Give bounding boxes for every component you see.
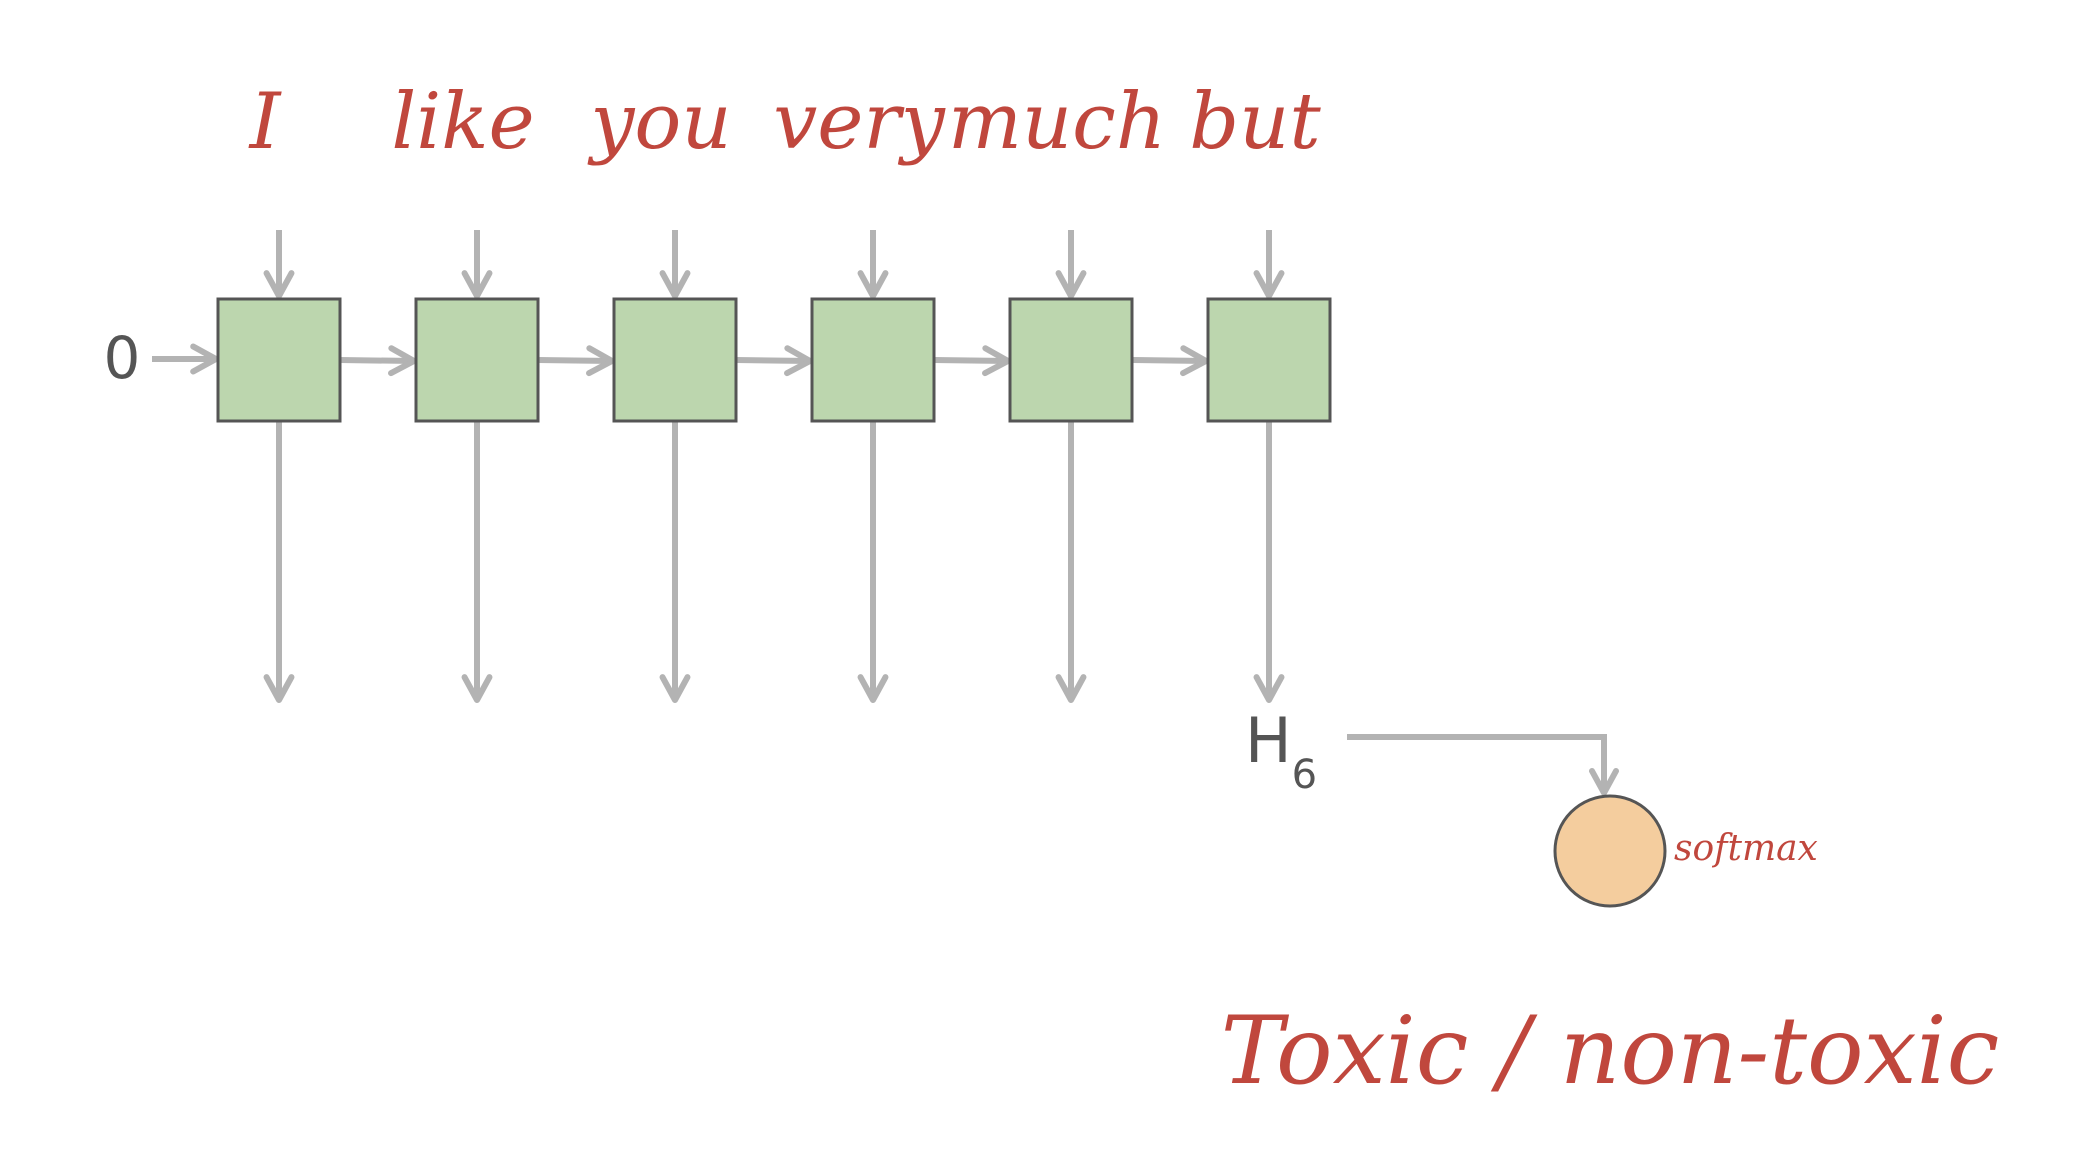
output-arrow <box>263 421 295 703</box>
hidden-to-softmax-arrow <box>1347 734 1619 796</box>
recurrent-arrow <box>339 345 417 377</box>
output-arrow-head <box>1055 674 1087 703</box>
softmax-label: softmax <box>1674 828 1818 869</box>
input-arrow <box>1055 230 1087 299</box>
hidden-state-label: H6 <box>1245 704 1317 798</box>
input-arrow <box>263 230 295 299</box>
recurrent-arrow-shaft <box>1131 357 1207 364</box>
input-arrow-head <box>1253 270 1285 299</box>
input-word: you <box>587 77 731 167</box>
rnn-cell <box>414 297 540 423</box>
recurrent-arrow-head <box>982 345 1011 377</box>
input-word: like <box>391 77 534 167</box>
recurrent-arrow <box>537 345 615 377</box>
initial-state-label: 0 <box>104 324 141 392</box>
input-arrow-head <box>857 270 889 299</box>
recurrent-arrow-shaft <box>933 357 1009 364</box>
input-arrow <box>461 230 493 299</box>
output-arrow <box>1055 421 1087 703</box>
input-word: I <box>248 77 283 167</box>
initial-state-arrow <box>152 343 219 375</box>
input-arrow-head <box>263 270 295 299</box>
recurrent-arrow <box>1131 345 1209 377</box>
recurrent-arrow-shaft <box>339 357 415 364</box>
rnn-cell <box>1008 297 1134 423</box>
recurrent-arrow-head <box>388 345 417 377</box>
input-word: much <box>948 77 1166 167</box>
output-label: Toxic / non-toxic <box>1221 997 2000 1106</box>
recurrent-arrow <box>735 345 813 377</box>
rnn-cell <box>1206 297 1332 423</box>
output-arrow-head <box>659 674 691 703</box>
rnn-cells <box>216 297 1332 423</box>
input-arrow-head <box>659 270 691 299</box>
output-arrow-head <box>461 674 493 703</box>
recurrent-arrow-shaft <box>735 357 811 364</box>
input-arrow-head <box>1055 270 1087 299</box>
input-word: but <box>1189 77 1321 167</box>
rnn-cell <box>612 297 738 423</box>
output-arrow <box>659 421 691 703</box>
connection-arrows <box>152 230 1619 796</box>
output-arrow-head <box>1253 674 1285 703</box>
initial-state-arrow-head <box>190 343 219 375</box>
hidden-state-letter: H <box>1245 704 1292 777</box>
softmax-node <box>1553 794 1667 908</box>
input-arrow <box>1253 230 1285 299</box>
input-arrow <box>659 230 691 299</box>
recurrent-arrow-head <box>784 345 813 377</box>
output-arrow-head <box>263 674 295 703</box>
recurrent-arrow-head <box>1180 345 1209 377</box>
output-arrow <box>1253 421 1285 703</box>
recurrent-arrow-shaft <box>537 357 613 364</box>
input-arrow-head <box>461 270 493 299</box>
hidden-to-softmax-head <box>1589 768 1619 796</box>
hidden-to-softmax-shaft <box>1347 734 1607 792</box>
recurrent-arrow <box>933 345 1011 377</box>
recurrent-arrow-head <box>586 345 615 377</box>
output-arrow <box>461 421 493 703</box>
rnn-cell <box>216 297 342 423</box>
rnn-cell <box>810 297 936 423</box>
input-word: very <box>773 77 946 167</box>
hidden-state-subscript: 6 <box>1292 752 1317 798</box>
output-arrow-head <box>857 674 889 703</box>
input-arrow <box>857 230 889 299</box>
output-arrow <box>857 421 889 703</box>
